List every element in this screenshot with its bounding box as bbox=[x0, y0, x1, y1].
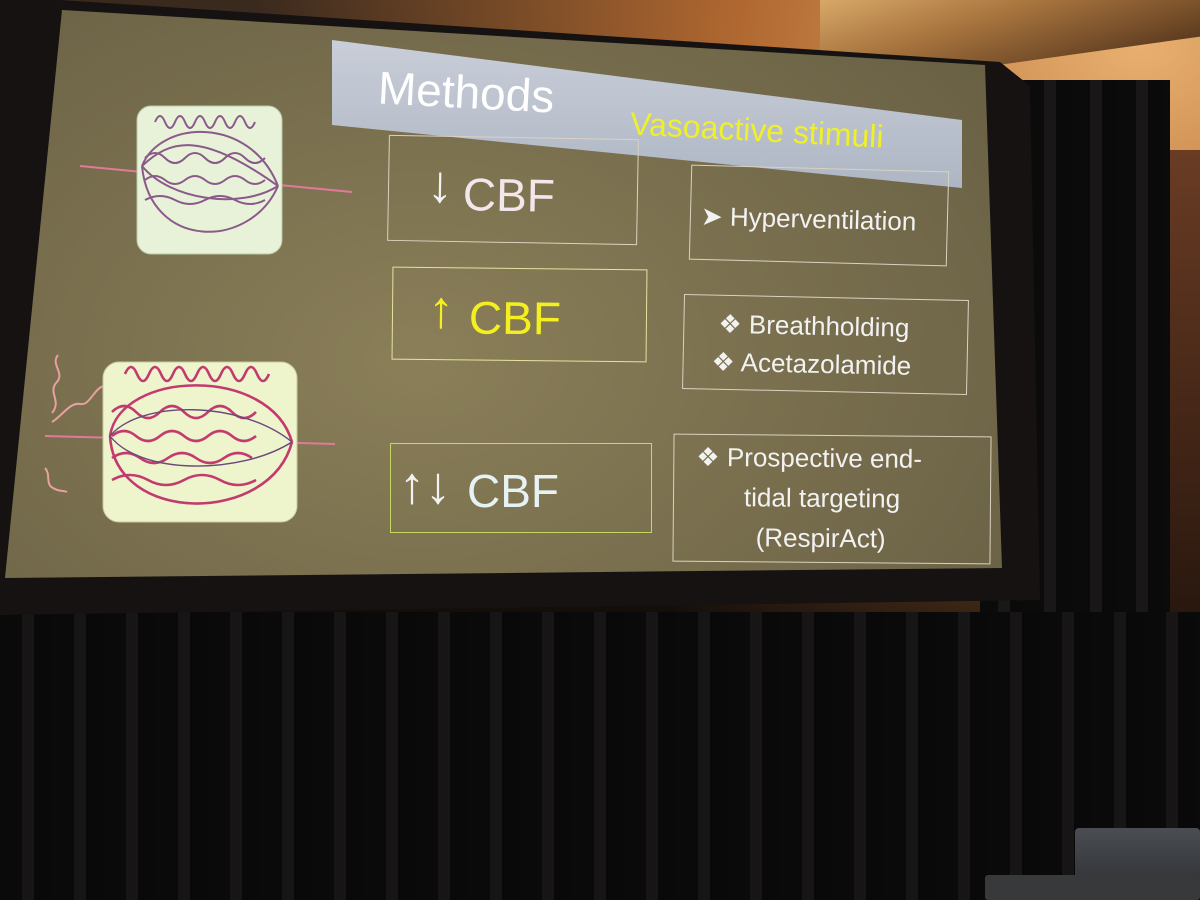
stimulus-item: tidal targeting bbox=[743, 482, 901, 514]
vessel-diagram-constricted bbox=[80, 105, 353, 255]
arrow-down-icon: ↓ bbox=[426, 155, 454, 214]
stimulus-item: ❖ Breathholding bbox=[718, 308, 910, 343]
stimulus-item: ❖ Acetazolamide bbox=[711, 346, 912, 381]
cbf-bidirectional-box: ↑↓ CBF bbox=[390, 443, 652, 533]
cbf-label: CBF bbox=[468, 291, 562, 345]
cbf-label: CBF bbox=[467, 465, 559, 517]
prospective-targeting-box: ❖ Prospective end- tidal targeting (Resp… bbox=[672, 433, 992, 565]
stage-curtain bbox=[0, 612, 1200, 900]
stimulus-item: (RespirAct) bbox=[755, 522, 886, 554]
vessel-diagram-dilated bbox=[44, 354, 336, 523]
stimulus-item: ➤ Hyperventilation bbox=[700, 200, 917, 237]
cbf-decrease-box: ↓ CBF bbox=[387, 134, 639, 246]
cbf-label: CBF bbox=[462, 168, 556, 222]
stimulus-item: ❖ Prospective end- bbox=[696, 441, 923, 474]
slide-title: Methods bbox=[376, 61, 556, 123]
breathholding-box: ❖ Breathholding ❖ Acetazolamide bbox=[682, 294, 969, 395]
cbf-increase-box: ↑ CBF bbox=[391, 266, 648, 363]
equipment-cable bbox=[985, 875, 1200, 900]
arrow-up-icon: ↑ bbox=[427, 281, 455, 340]
hyperventilation-box: ➤ Hyperventilation bbox=[688, 164, 950, 267]
arrow-up-down-icon: ↑↓ bbox=[399, 457, 451, 515]
